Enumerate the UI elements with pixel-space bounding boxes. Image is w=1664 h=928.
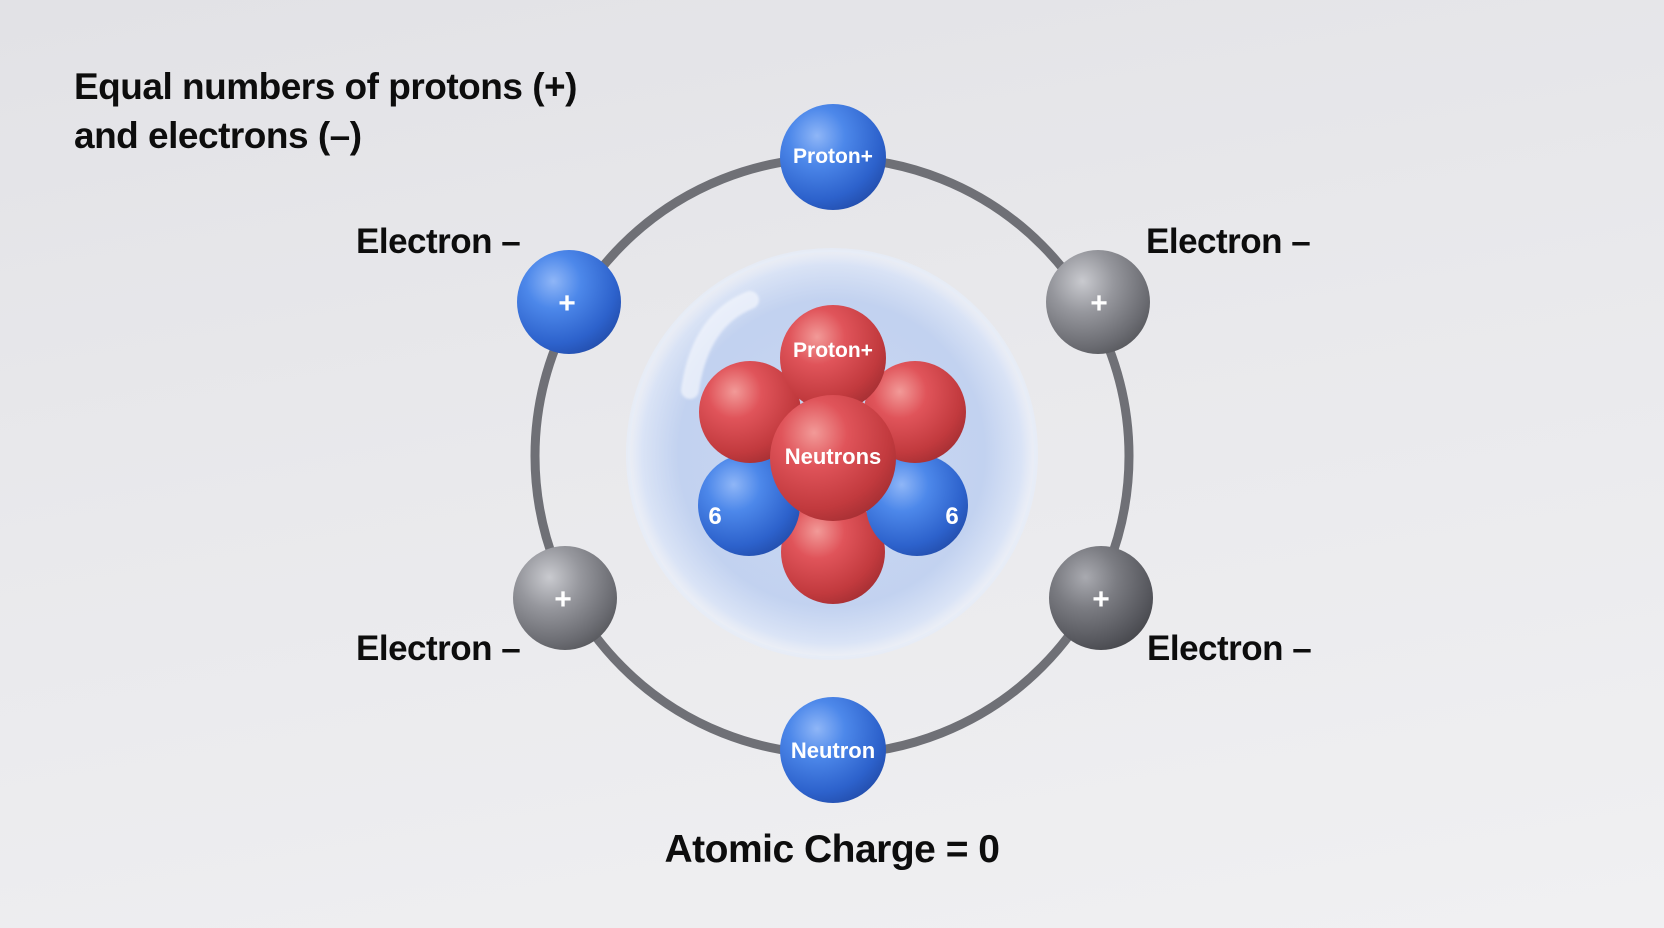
nucleus-proton-bottom [781,500,885,604]
electron-lower-left: + [513,546,617,650]
orbit-bottom-label: Neutron [791,738,875,763]
electron-upper-left: + [517,250,621,354]
nucleus-proton-top [780,305,886,411]
nucleus: Proton+ Neutrons 6 6 [698,305,968,604]
plus-icon: + [554,583,572,616]
orbit-top-label: Proton+ [793,145,873,168]
heading-line-2: and electrons (–) [74,115,362,156]
label-electron-upper-right: Electron – [1146,222,1311,261]
nucleus-left-count: 6 [708,503,721,530]
label-electron-upper-left: Electron – [356,222,521,261]
diagram-heading: Equal numbers of protons (+) and electro… [74,62,578,160]
heading-line-1: Equal numbers of protons (+) [74,66,578,107]
label-electron-lower-right: Electron – [1147,629,1312,668]
nucleus-center-label: Neutrons [785,444,882,469]
atomic-charge-label: Atomic Charge = 0 [664,828,1000,871]
electron-lower-right: + [1049,546,1153,650]
nucleus-right-count: 6 [945,503,958,530]
orbit-top-proton: Proton+ [780,104,886,210]
orbit-bottom-neutron: Neutron [780,697,886,803]
plus-icon: + [1090,287,1108,320]
nucleus-top-label: Proton+ [793,339,873,362]
label-electron-lower-left: Electron – [356,629,521,668]
plus-icon: + [1092,583,1110,616]
plus-icon: + [558,287,576,320]
nucleus-center [770,395,896,521]
electron-upper-right: + [1046,250,1150,354]
